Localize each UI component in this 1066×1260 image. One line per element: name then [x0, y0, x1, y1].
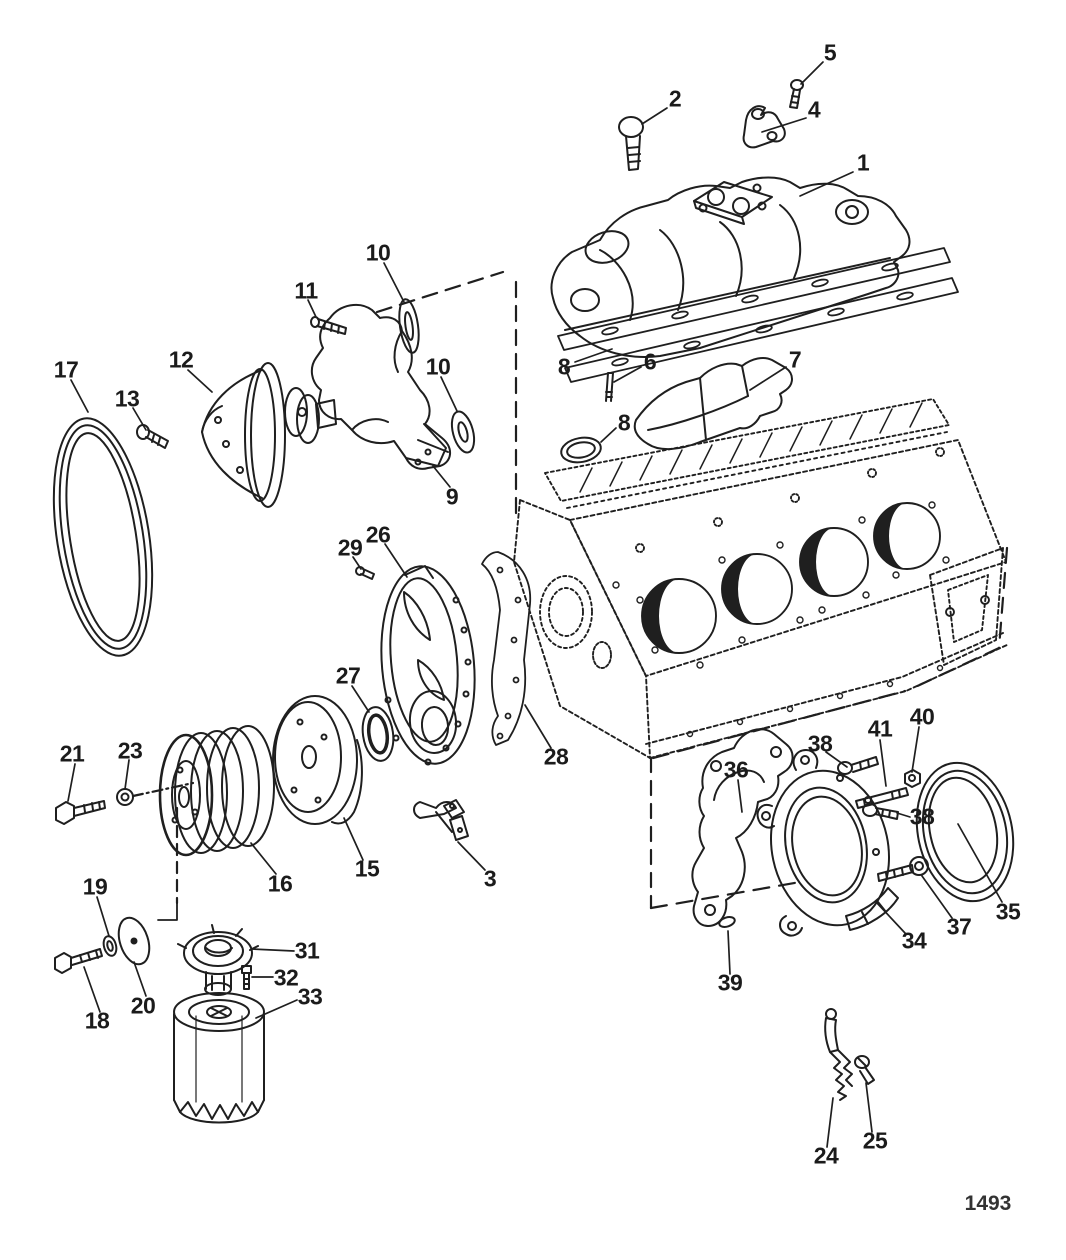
cover-gasket-drawing — [481, 551, 532, 746]
cover-screw-drawing — [355, 566, 375, 580]
callout-10: 10 — [425, 353, 451, 380]
retainer-bolt-upper-drawing — [837, 756, 879, 775]
callout-6: 6 — [643, 348, 657, 375]
callout-24: 24 — [813, 1142, 839, 1169]
pump-mount-screw-drawing — [310, 316, 347, 335]
callout-19: 19 — [82, 873, 108, 900]
damper-washer-drawing — [116, 788, 134, 806]
crank-pulley-drawing — [158, 725, 275, 857]
pump-pulley-drawing — [201, 362, 286, 508]
callout-17: 17 — [53, 356, 79, 383]
page-number: 1493 — [964, 1192, 1012, 1215]
dipstick-tube-drawing — [824, 1008, 853, 1101]
callout-28: 28 — [543, 743, 569, 770]
callout-32: 32 — [273, 964, 299, 991]
callout-23: 23 — [117, 737, 143, 764]
thermostat-bolt-drawing — [54, 948, 103, 974]
callout-11: 11 — [294, 277, 318, 304]
intake-manifold-drawing — [550, 176, 911, 358]
seal-retainer-drawing — [756, 749, 899, 937]
callout-8: 8 — [557, 353, 571, 380]
retainer-nut-drawing — [904, 769, 921, 788]
callout-29: 29 — [337, 534, 363, 561]
callout-34: 34 — [901, 927, 927, 954]
thermostat-washer-drawing — [102, 935, 118, 957]
thermostat-screw-drawing — [241, 965, 252, 990]
callout-33: 33 — [297, 983, 323, 1010]
callout-4: 4 — [807, 96, 821, 123]
valley-splash-shield-drawing — [633, 357, 793, 450]
callout-9: 9 — [445, 483, 459, 510]
dowel-pin-drawing — [718, 916, 736, 928]
engine-block-drawing — [513, 398, 1008, 759]
rear-seal-gasket-drawing — [691, 728, 794, 927]
tube-screw-drawing — [854, 1055, 875, 1085]
rear-main-seal-drawing — [915, 761, 1015, 903]
bracket-screw-drawing — [789, 79, 804, 109]
callout-38: 38 — [807, 730, 833, 757]
callout-5: 5 — [823, 39, 837, 66]
callout-31: 31 — [294, 937, 320, 964]
water-pump-drawing — [284, 303, 451, 470]
oil-filter-drawing — [173, 992, 265, 1124]
pulley-screw-drawing — [136, 424, 169, 449]
callout-21: 21 — [59, 740, 85, 767]
callout-15: 15 — [354, 855, 380, 882]
callout-12: 12 — [168, 346, 194, 373]
harmonic-damper-drawing — [272, 695, 363, 825]
callout-7: 7 — [788, 346, 802, 373]
lifting-bracket-drawing — [742, 105, 786, 149]
clamp-bracket-drawing — [413, 799, 469, 841]
thermostat-disc-drawing — [117, 916, 151, 966]
pump-gasket-upper-drawing — [398, 298, 420, 354]
manifold-gasket-drawing — [557, 247, 959, 383]
callout-35: 35 — [995, 898, 1021, 925]
retainer-bolt-lower-drawing — [862, 803, 899, 820]
callout-1: 1 — [856, 149, 870, 176]
callout-41: 41 — [867, 715, 893, 742]
pump-gasket-lower-drawing — [450, 410, 476, 454]
callout-39: 39 — [717, 969, 743, 996]
thermostat-drawing — [177, 924, 259, 996]
callout-27: 27 — [335, 662, 361, 689]
callout-leader-lines — [67, 61, 1003, 1148]
callout-2: 2 — [668, 85, 682, 112]
retainer-stud-drawing — [855, 787, 909, 809]
callout-20: 20 — [130, 992, 156, 1019]
manifold-bolt-drawing — [618, 116, 644, 171]
callout-37: 37 — [946, 913, 972, 940]
manifold-stud-drawing — [605, 372, 614, 402]
callout-8: 8 — [617, 409, 631, 436]
callout-16: 16 — [267, 870, 293, 897]
callout-40: 40 — [909, 703, 935, 730]
crank-front-seal-drawing — [361, 706, 395, 762]
callout-38: 38 — [909, 803, 935, 830]
timing-cover-drawing — [380, 565, 476, 766]
oring-seal-drawing — [560, 436, 602, 464]
callout-26: 26 — [365, 521, 391, 548]
callout-25: 25 — [862, 1127, 888, 1154]
callout-13: 13 — [114, 385, 140, 412]
callout-3: 3 — [483, 865, 497, 892]
callout-18: 18 — [84, 1007, 110, 1034]
drive-belt-drawing — [52, 417, 154, 657]
callout-36: 36 — [723, 756, 749, 783]
damper-bolt-drawing — [55, 800, 106, 825]
callout-10: 10 — [365, 239, 391, 266]
retainer-bolt-long-drawing — [877, 856, 929, 882]
